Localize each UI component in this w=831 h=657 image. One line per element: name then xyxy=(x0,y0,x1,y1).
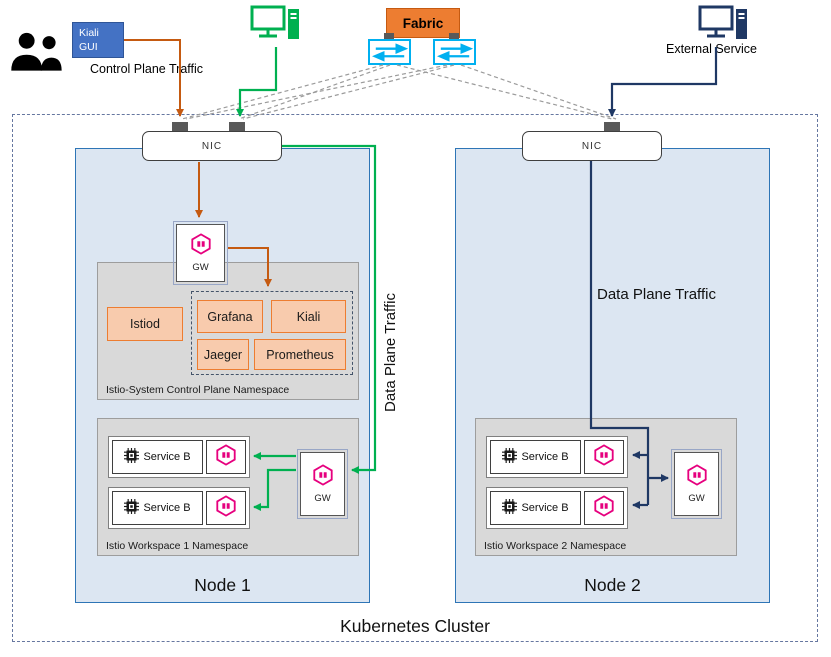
nic-label: NIC xyxy=(581,140,603,152)
sidecar-hexagon-icon xyxy=(190,233,212,260)
service-row: Service B xyxy=(108,487,250,529)
external-computer-icon xyxy=(698,5,750,52)
kubernetes-cluster-label: Kubernetes Cluster xyxy=(340,616,490,636)
service-b-box: Service B xyxy=(490,440,581,474)
service-b-label: Service B xyxy=(143,502,191,514)
fabric-links xyxy=(181,64,617,120)
sidecar-proxy-box xyxy=(206,440,246,474)
sidecar-hexagon-icon xyxy=(593,443,615,471)
sidecar-hexagon-icon xyxy=(686,464,708,491)
fabric-box: Fabric xyxy=(386,8,460,38)
data-plane-traffic-vertical-label: Data Plane Traffic xyxy=(382,293,399,413)
switch-port-tab xyxy=(449,33,459,39)
nic-node2: NIC xyxy=(522,131,662,161)
istiod-box: Istiod xyxy=(107,307,183,341)
workstation-icon xyxy=(250,5,302,52)
gateway-node1-ingress: GW xyxy=(173,221,228,285)
workspace2-namespace-label: Istio Workspace 2 Namespace xyxy=(484,540,627,552)
data-plane-traffic-node2-label: Data Plane Traffic xyxy=(597,286,716,303)
kiali-box: Kiali xyxy=(271,300,346,333)
control-plane-traffic-label: Control Plane Traffic xyxy=(90,62,204,76)
jaeger-box: Jaeger xyxy=(197,339,249,370)
sidecar-hexagon-icon xyxy=(215,443,237,471)
sidecar-proxy-box xyxy=(584,491,624,525)
node-2-label: Node 2 xyxy=(584,575,641,595)
control-plane-namespace-label: Istio-System Control Plane Namespace xyxy=(106,384,290,396)
service-b-box: Service B xyxy=(112,440,203,474)
nic-port-tab xyxy=(229,122,245,131)
gateway-workspace2: GW xyxy=(671,449,722,519)
sidecar-hexagon-icon xyxy=(312,464,334,491)
service-b-label: Service B xyxy=(521,451,569,463)
node-1-label: Node 1 xyxy=(194,575,251,595)
prometheus-box: Prometheus xyxy=(254,339,346,370)
chip-icon xyxy=(124,499,140,517)
network-switch-icon xyxy=(368,39,411,65)
gateway-workspace1: GW xyxy=(297,449,348,519)
gateway-label: GW xyxy=(192,262,209,273)
sidecar-hexagon-icon xyxy=(593,494,615,522)
service-row: Service B xyxy=(486,487,628,529)
nic-label: NIC xyxy=(201,140,223,152)
service-b-label: Service B xyxy=(143,451,191,463)
grafana-box: Grafana xyxy=(197,300,263,333)
nic-port-tab xyxy=(172,122,188,131)
service-row: Service B xyxy=(486,436,628,478)
sidecar-proxy-box xyxy=(584,440,624,474)
switch-port-tab xyxy=(384,33,394,39)
service-b-label: Service B xyxy=(521,502,569,514)
nic-node1: NIC xyxy=(142,131,282,161)
kiali-gui-box: Kiali GUI xyxy=(72,22,124,58)
sidecar-hexagon-icon xyxy=(215,494,237,522)
gateway-label: GW xyxy=(314,493,331,504)
external-service-label: External Service xyxy=(666,42,758,56)
service-row: Service B xyxy=(108,436,250,478)
sidecar-proxy-box xyxy=(206,491,246,525)
service-b-box: Service B xyxy=(490,491,581,525)
nic-port-tab xyxy=(604,122,620,131)
people-icon xyxy=(8,30,64,79)
workspace1-namespace-label: Istio Workspace 1 Namespace xyxy=(106,540,249,552)
chip-icon xyxy=(124,448,140,466)
service-b-box: Service B xyxy=(112,491,203,525)
gateway-label: GW xyxy=(688,493,705,504)
network-switch-icon xyxy=(433,39,476,65)
chip-icon xyxy=(502,448,518,466)
chip-icon xyxy=(502,499,518,517)
